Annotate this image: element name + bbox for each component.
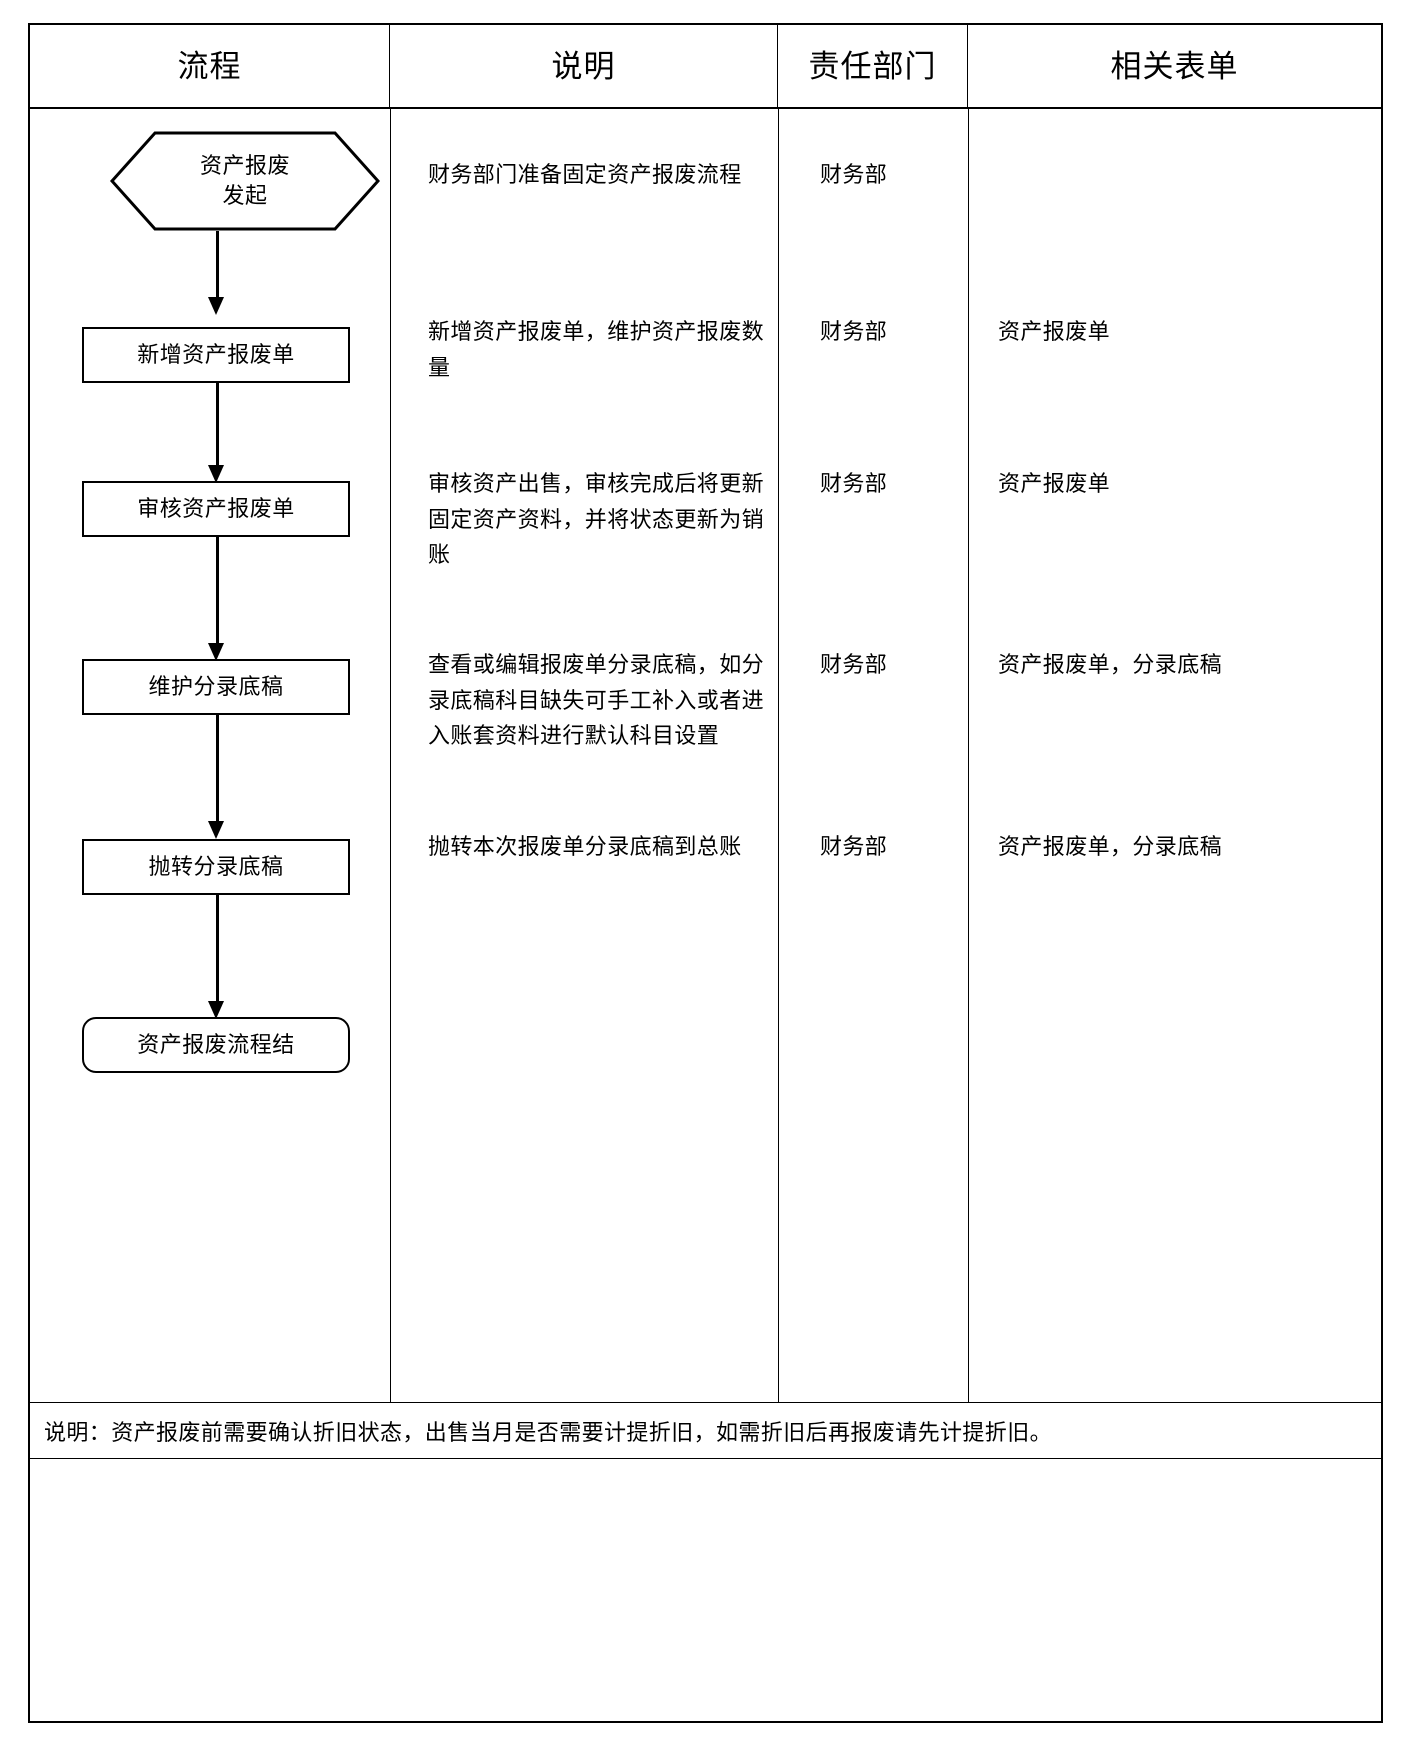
related-form-row-4: 资产报废单，分录底稿 [998,652,1223,677]
footer-note-row: 说明：资产报废前需要确认折旧状态，出售当月是否需要计提折旧，如需折旧后再报废请先… [30,1403,1381,1459]
flow-node-start-label: 资产报废 发起 [110,131,380,231]
department-row-2: 财务部 [820,319,888,344]
table-header-row: 流程 说明 责任部门 相关表单 [30,25,1381,109]
flow-node-add-scrap-form-label: 新增资产报废单 [137,341,295,367]
column-divider-1 [390,109,391,1402]
column-header-process: 流程 [30,25,390,107]
table-body: 资产报废 发起 新增资产报废单 [30,109,1381,1403]
column-divider-2 [778,109,779,1402]
footer-note-text: 说明：资产报废前需要确认折旧状态，出售当月是否需要计提折旧，如需折旧后再报废请先… [44,1419,1053,1445]
flow-node-add-scrap-form[interactable]: 新增资产报废单 [82,327,350,383]
hexagon-shape-icon [110,131,380,231]
column-header-description: 说明 [390,25,778,107]
flow-node-post-entry-draft[interactable]: 抛转分录底稿 [82,839,350,895]
flow-node-audit-scrap-form[interactable]: 审核资产报废单 [82,481,350,537]
process-flow-table: 流程 说明 责任部门 相关表单 资产报废 发起 [28,23,1383,1723]
description-row-5: 抛转本次报废单分录底稿到总账 [428,834,742,859]
related-form-row-2: 资产报废单 [998,319,1111,344]
description-row-4: 查看或编辑报废单分录底稿，如分录底稿科目缺失可手工补入或者进入账套资料进行默认科… [428,652,765,749]
flow-node-maintain-entry-draft[interactable]: 维护分录底稿 [82,659,350,715]
flow-node-end-process[interactable]: 资产报废流程结 [82,1017,350,1073]
department-row-3: 财务部 [820,471,888,496]
department-row-1: 财务部 [820,162,888,187]
flow-node-maintain-entry-draft-label: 维护分录底稿 [148,673,284,699]
flow-node-start-label-line2: 发起 [222,183,268,208]
description-row-3: 审核资产出售，审核完成后将更新固定资产资料，并将状态更新为销账 [428,471,765,568]
column-divider-3 [968,109,969,1402]
description-row-2: 新增资产报废单，维护资产报废数量 [428,319,765,380]
related-form-row-3: 资产报废单 [998,471,1111,496]
department-row-5: 财务部 [820,834,888,859]
column-header-department: 责任部门 [778,25,968,107]
description-row-1: 财务部门准备固定资产报废流程 [428,162,742,187]
flow-node-start-hexagon[interactable]: 资产报废 发起 [110,131,380,231]
flow-node-post-entry-draft-label: 抛转分录底稿 [148,853,284,879]
flow-node-start-label-line1: 资产报废 [199,153,290,179]
flow-node-audit-scrap-form-label: 审核资产报废单 [137,495,295,521]
related-form-row-5: 资产报废单，分录底稿 [998,834,1223,859]
column-header-related-form: 相关表单 [1110,48,1239,84]
department-row-4: 财务部 [820,652,888,677]
flow-node-end-process-label: 资产报废流程结 [137,1031,295,1057]
flow-diagram-column: 资产报废 发起 新增资产报废单 [30,109,390,1403]
footer-blank-row [30,1459,1381,1723]
